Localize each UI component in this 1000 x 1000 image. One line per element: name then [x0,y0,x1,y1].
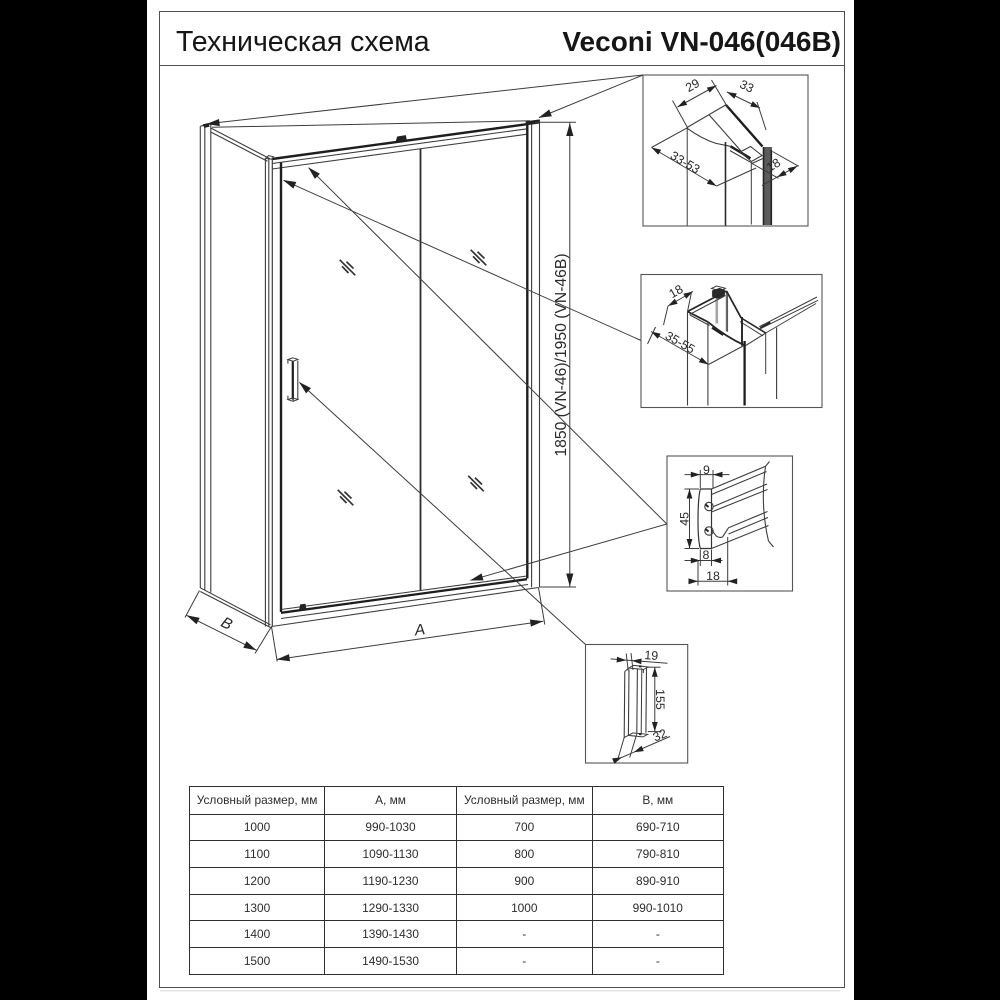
svg-text:9: 9 [703,463,710,477]
svg-text:29: 29 [683,76,702,95]
svg-text:33: 33 [737,77,756,96]
svg-text:18: 18 [667,282,686,301]
svg-text:B: B [218,614,235,634]
svg-text:A: A [413,621,427,639]
svg-text:18: 18 [764,155,783,174]
svg-text:19: 19 [644,648,659,663]
svg-text:33-53: 33-53 [668,148,702,176]
svg-text:32: 32 [651,726,669,744]
svg-text:8: 8 [703,548,710,562]
svg-text:18: 18 [706,569,720,583]
svg-text:45: 45 [678,512,692,526]
svg-text:35-55: 35-55 [663,329,698,357]
svg-text:155: 155 [653,689,667,710]
svg-text:1850 (VN-46)/1950 (VN-46B): 1850 (VN-46)/1950 (VN-46B) [553,253,570,456]
